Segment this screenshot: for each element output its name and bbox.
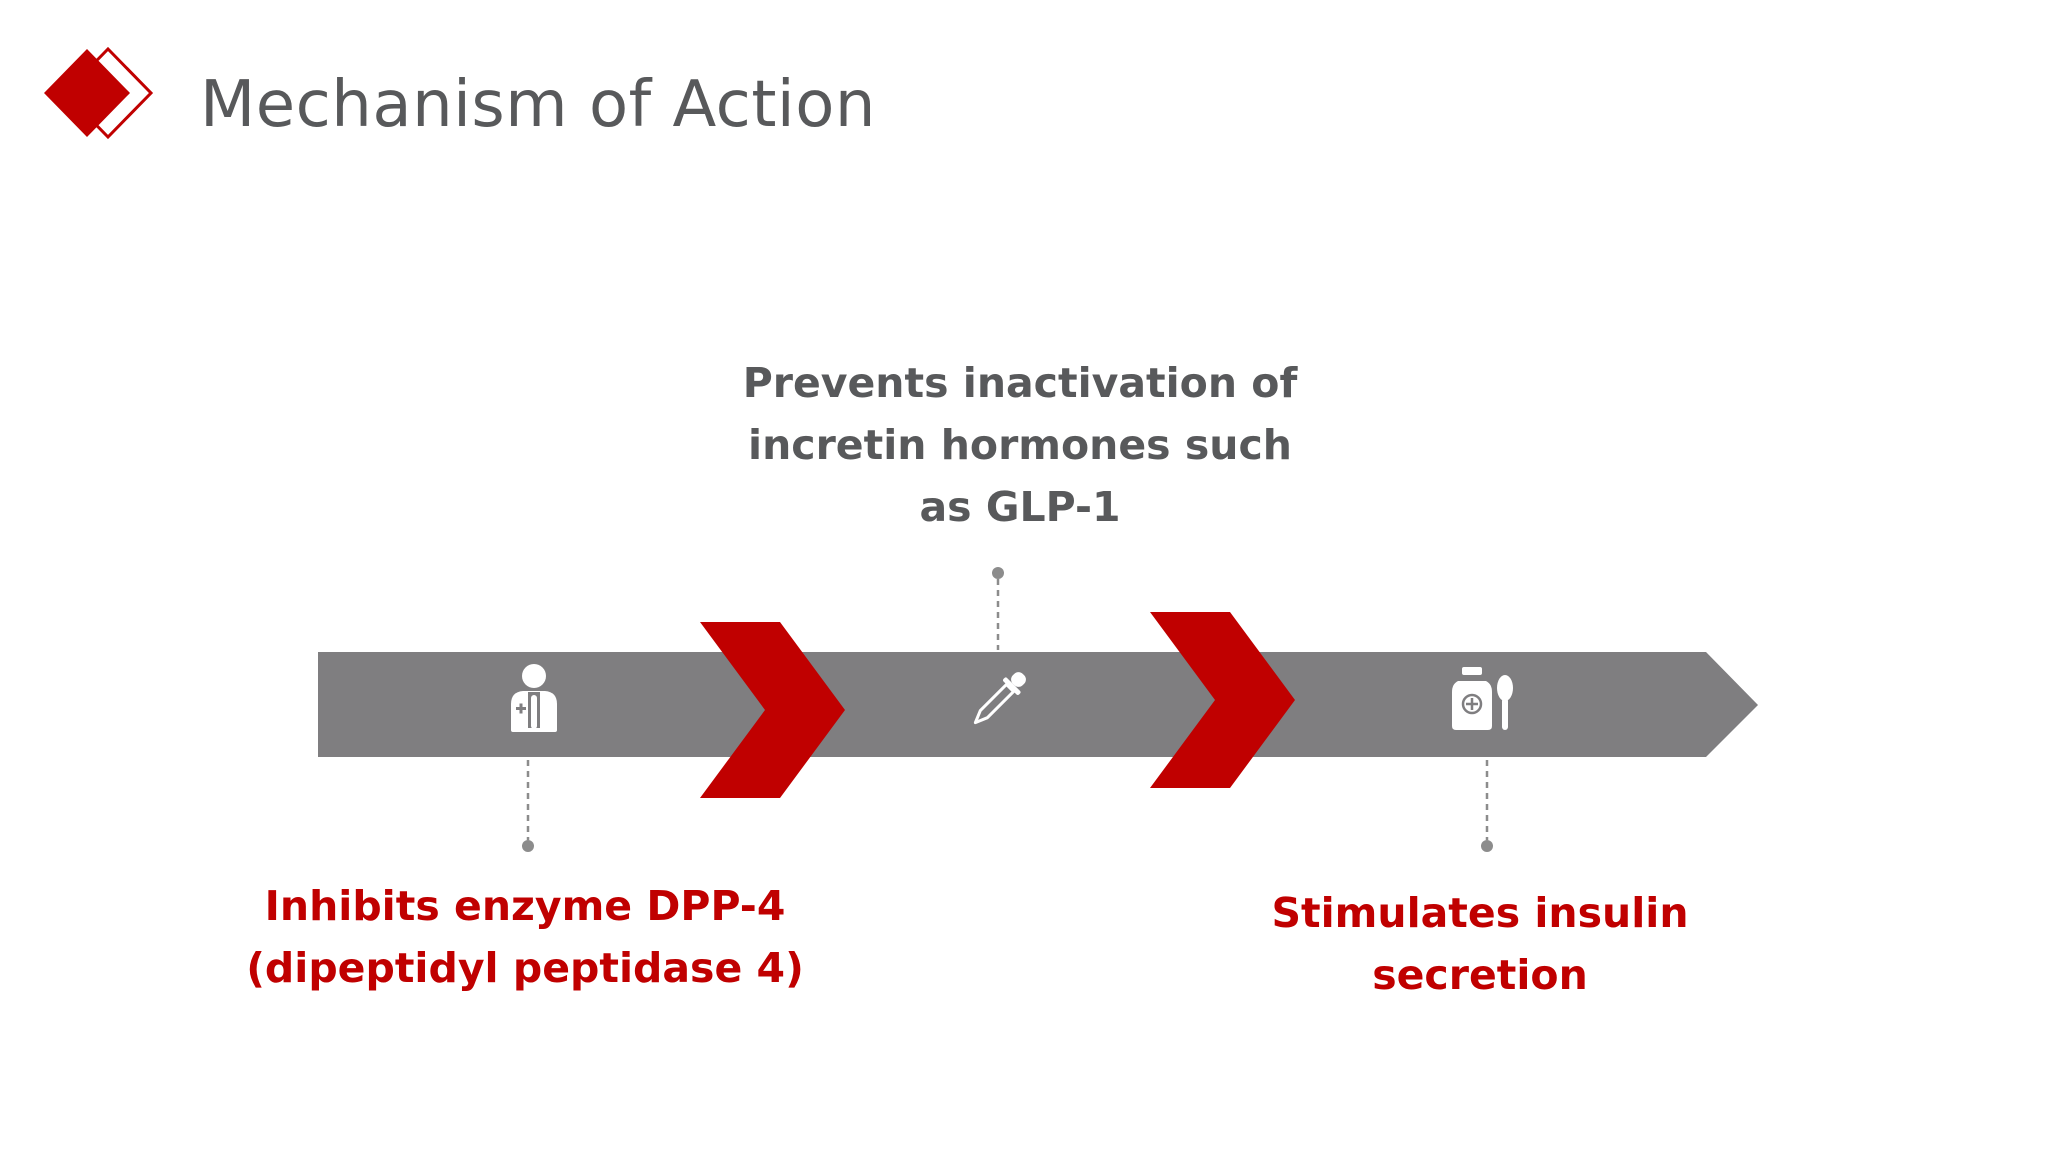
doctor-icon [511, 664, 557, 732]
step-1-line-1: Inhibits enzyme DPP-4 [264, 882, 786, 930]
page-title: Mechanism of Action [200, 68, 876, 142]
step-2-line-1: Prevents inactivation of [742, 359, 1298, 407]
chevron-2 [1150, 612, 1295, 788]
connector-1 [522, 760, 534, 852]
connector-2 [992, 567, 1004, 650]
step-1-line-2: (dipeptidyl peptidase 4) [246, 944, 804, 992]
arrow-band [318, 652, 1758, 757]
step-2-text: Prevents inactivation of incretin hormon… [700, 352, 1340, 538]
connector-3 [1481, 760, 1493, 852]
logo-diamonds-icon [44, 46, 154, 140]
chevron-1 [700, 622, 845, 798]
step-1-text: Inhibits enzyme DPP-4 (dipeptidyl peptid… [220, 875, 830, 999]
step-3-line-2: secretion [1372, 951, 1588, 999]
step-2-line-3: as GLP-1 [919, 483, 1121, 531]
step-3-text: Stimulates insulin secretion [1230, 882, 1730, 1006]
step-2-line-2: incretin hormones such [748, 421, 1292, 469]
step-3-line-1: Stimulates insulin [1271, 889, 1689, 937]
dropper-icon [973, 672, 1026, 725]
medicine-bottle-spoon-icon [1452, 667, 1513, 730]
